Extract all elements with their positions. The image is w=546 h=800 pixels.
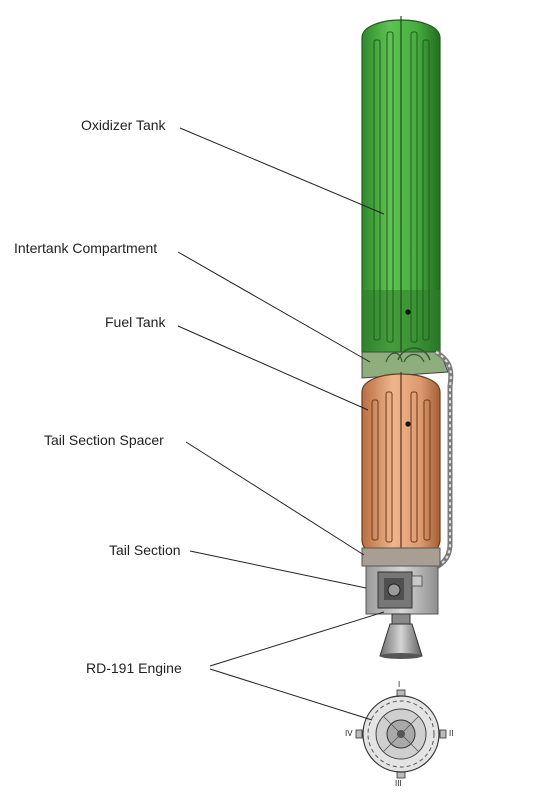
- leader-engine-bottom: [209, 668, 373, 721]
- engine-mark-bottom: III: [395, 779, 402, 788]
- tail-section-spacer: [361, 547, 441, 567]
- leader-oxidizer: [179, 127, 385, 215]
- engine-bottom-view: [355, 689, 447, 779]
- engine-mark-right: II: [449, 729, 454, 738]
- fuel-tank: [361, 372, 441, 561]
- leader-lines: [177, 127, 385, 721]
- leader-tail-spacer: [185, 441, 365, 556]
- label-rd191-engine: RD-191 Engine: [86, 660, 182, 676]
- engine-nozzle: [379, 613, 423, 659]
- intertank-compartment: [361, 347, 449, 379]
- engine-mark-left: IV: [345, 729, 353, 738]
- label-fuel-tank: Fuel Tank: [105, 314, 166, 330]
- engine-mark-top: I: [398, 680, 401, 689]
- leader-tail-section: [189, 550, 367, 589]
- leader-fuel-tank: [177, 325, 369, 411]
- label-tail-section-spacer: Tail Section Spacer: [44, 432, 164, 448]
- tail-section: [365, 565, 439, 615]
- label-oxidizer-tank: Oxidizer Tank: [81, 117, 166, 133]
- oxidizer-tank: [361, 16, 441, 368]
- leader-intertank: [177, 251, 371, 363]
- label-tail-section: Tail Section: [109, 542, 181, 558]
- leader-engine-side: [209, 611, 385, 667]
- label-intertank-compartment: Intertank Compartment: [14, 240, 158, 256]
